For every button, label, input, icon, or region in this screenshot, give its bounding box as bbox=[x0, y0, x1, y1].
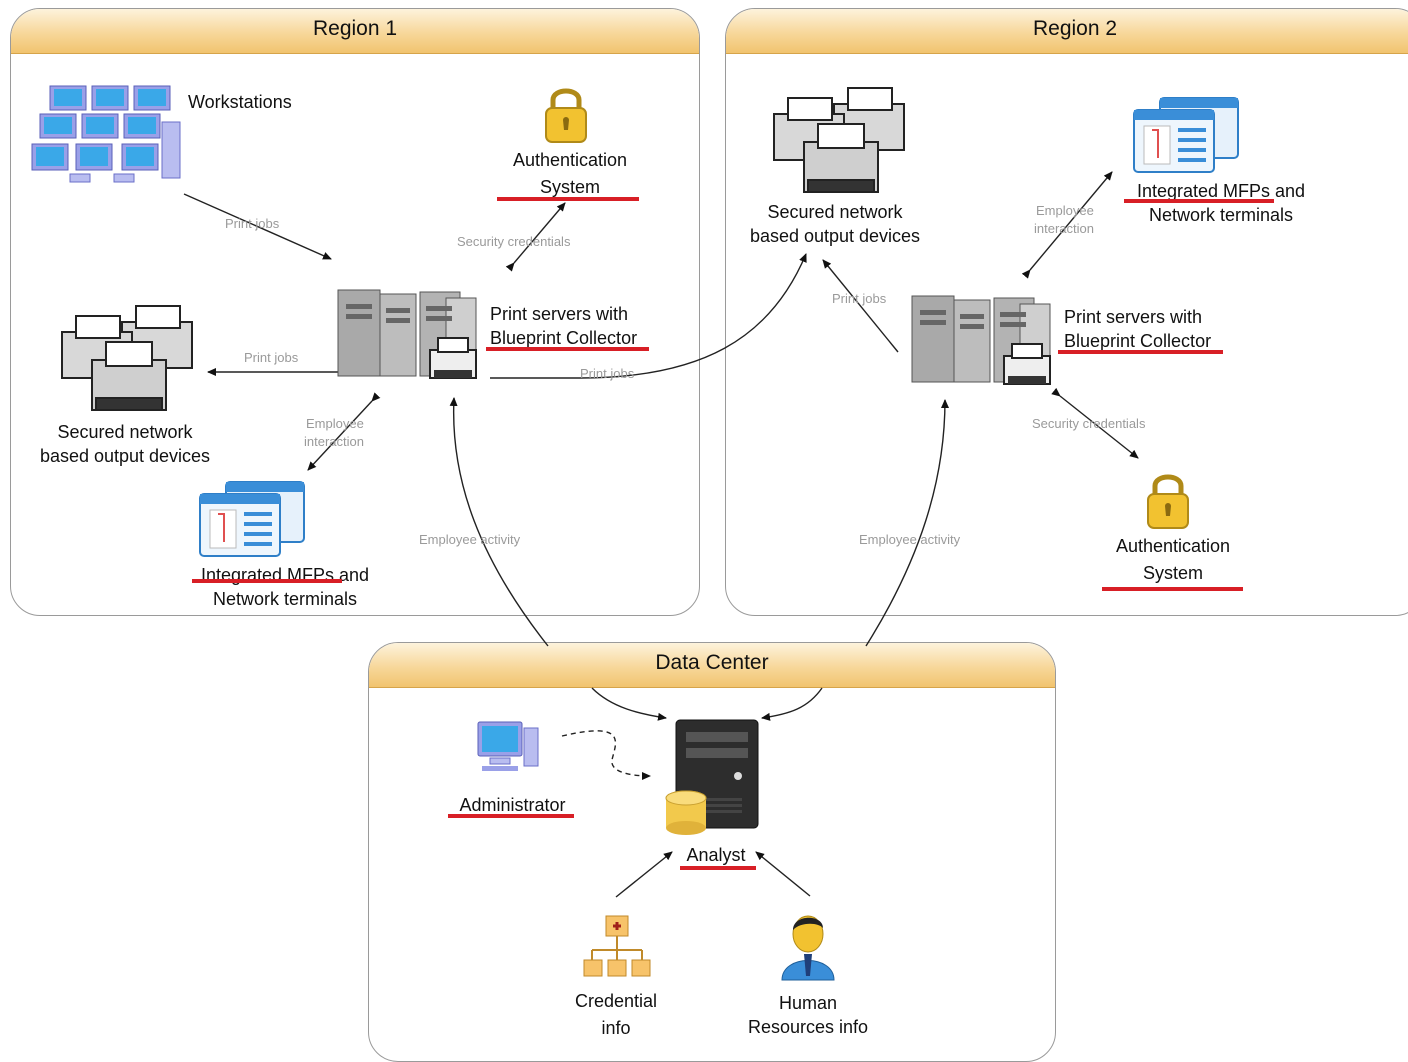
person-icon bbox=[781, 915, 835, 981]
datacenter-title: Data Center bbox=[369, 643, 1055, 688]
output-devices-2-label-line2: based output devices bbox=[749, 226, 921, 246]
org-chart-icon bbox=[583, 915, 651, 977]
mfp-terminal-icon bbox=[199, 481, 305, 557]
administrator-underline bbox=[448, 814, 574, 818]
analyst-label: Analyst bbox=[686, 845, 746, 865]
printers-icon bbox=[61, 305, 193, 411]
edge-datacenter-to-region1 bbox=[449, 397, 549, 647]
lock-icon-2 bbox=[1147, 474, 1189, 529]
mfp-label-line1: Integrated MFPs and bbox=[200, 565, 370, 585]
administrator-computer-icon bbox=[477, 721, 539, 771]
conn-label-print-jobs-3: Print jobs bbox=[580, 366, 635, 381]
print-servers-label-line2: Blueprint Collector bbox=[490, 328, 638, 348]
auth-system-label-line2: System bbox=[539, 177, 600, 197]
output-devices-label-line2: based output devices bbox=[39, 446, 211, 466]
mfp-label-line2: Network terminals bbox=[212, 589, 358, 609]
analyst-server-icon bbox=[665, 719, 759, 835]
auth-system-2-underline bbox=[1102, 587, 1243, 591]
edge-server-to-mfp bbox=[307, 392, 381, 471]
output-devices-2-label-line1: Secured network bbox=[767, 202, 903, 222]
mfp-2-label-line2: Network terminals bbox=[1148, 205, 1294, 225]
edge-server2-to-printers2 bbox=[822, 259, 899, 353]
hr-info-label-line1: Human bbox=[778, 993, 838, 1013]
edge-credential-to-analyst bbox=[615, 851, 673, 898]
conn-label-employee-1-line2: interaction bbox=[304, 434, 364, 449]
conn-label-print-jobs-1: Print jobs bbox=[225, 216, 280, 231]
print-servers-2-label-line1: Print servers with bbox=[1064, 307, 1203, 327]
print-servers-2-label-line2: Blueprint Collector bbox=[1064, 331, 1212, 351]
edge-server-to-region2-printers bbox=[490, 253, 807, 379]
conn-label-activity-1: Employee activity bbox=[419, 532, 521, 547]
analyst-underline bbox=[680, 866, 756, 870]
print-servers-label-line1: Print servers with bbox=[490, 304, 629, 324]
conn-label-activity-2: Employee activity bbox=[859, 532, 961, 547]
edge-region1-to-analyst bbox=[591, 687, 667, 721]
edge-server2-to-auth2 bbox=[1051, 387, 1139, 459]
auth-system-underline bbox=[497, 197, 639, 201]
workstations-icon bbox=[31, 85, 181, 183]
edge-server2-to-mfp2 bbox=[1021, 171, 1113, 279]
print-servers-underline bbox=[486, 347, 649, 351]
datacenter-panel: Data Center bbox=[368, 642, 1056, 1062]
edge-region2-to-analyst bbox=[761, 687, 823, 721]
region-2-title: Region 2 bbox=[726, 9, 1408, 54]
credential-info-label-line2: info bbox=[601, 1018, 631, 1038]
auth-system-2-label-line1: Authentication bbox=[1115, 536, 1231, 556]
region-1-title: Region 1 bbox=[11, 9, 699, 54]
conn-label-employee-1-line1: Employee bbox=[306, 416, 364, 431]
conn-label-security-2: Security credentials bbox=[1032, 416, 1146, 431]
conn-label-print-jobs-r2: Print jobs bbox=[832, 291, 887, 306]
mfp-underline bbox=[192, 579, 342, 583]
conn-label-employee-2-line1: Employee bbox=[1036, 203, 1094, 218]
administrator-label: Administrator bbox=[459, 795, 566, 815]
conn-label-print-jobs-2: Print jobs bbox=[244, 350, 299, 365]
workstations-label: Workstations bbox=[188, 92, 292, 112]
hr-info-label-line2: Resources info bbox=[747, 1017, 869, 1037]
mfp-2-label-line1: Integrated MFPs and bbox=[1136, 181, 1306, 201]
edge-server-to-auth bbox=[505, 202, 566, 272]
output-devices-label-line1: Secured network bbox=[57, 422, 193, 442]
mfp-2-underline bbox=[1124, 199, 1274, 203]
printers-icon-2 bbox=[773, 87, 905, 193]
auth-system-label-line1: Authentication bbox=[512, 150, 628, 170]
region-2-panel: Region 2 bbox=[725, 8, 1408, 616]
lock-icon bbox=[545, 88, 587, 143]
auth-system-2-label-line2: System bbox=[1142, 563, 1203, 583]
print-servers-2-underline bbox=[1058, 350, 1223, 354]
conn-label-security-1: Security credentials bbox=[457, 234, 571, 249]
edge-hr-to-analyst bbox=[755, 851, 811, 897]
edge-workstations-to-server bbox=[183, 193, 332, 260]
mfp-terminal-icon-2 bbox=[1133, 97, 1239, 173]
print-server-icon bbox=[337, 289, 477, 379]
edge-admin-to-analyst bbox=[561, 730, 651, 780]
print-server-icon-2 bbox=[911, 295, 1051, 385]
edge-datacenter-to-region2 bbox=[865, 399, 949, 647]
conn-label-employee-2-line2: interaction bbox=[1034, 221, 1094, 236]
credential-info-label-line1: Credential bbox=[574, 991, 658, 1011]
